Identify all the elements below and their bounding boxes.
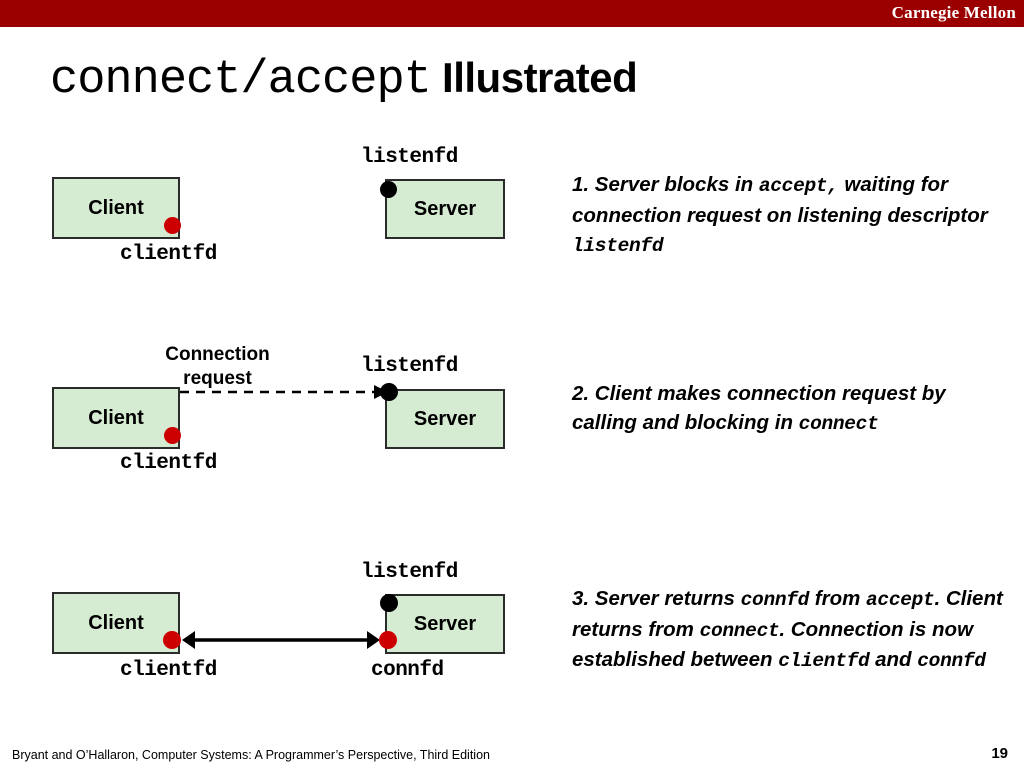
prose-run: 2. Client makes connection request by ca… bbox=[572, 382, 946, 435]
established-connection-arrow bbox=[182, 631, 380, 649]
server-box-row-2: Server bbox=[385, 389, 505, 449]
code-term: connfd bbox=[740, 589, 810, 611]
step-3-text: 3. Server returns connfd from accept. Cl… bbox=[572, 584, 1012, 676]
prose-run: . Client returns from bbox=[572, 587, 1003, 641]
client-box-row-1: Client bbox=[52, 177, 180, 239]
clientfd-dot-row-3 bbox=[163, 631, 181, 649]
header-bar: Carnegie Mellon bbox=[0, 0, 1024, 27]
page-title-plain: Illustrated bbox=[430, 54, 638, 101]
prose-run: . Connection is now established between bbox=[572, 617, 974, 672]
code-term: connfd bbox=[917, 650, 986, 673]
listenfd-dot-row-3 bbox=[380, 594, 398, 612]
client-box-row-3: Client bbox=[52, 592, 180, 654]
footer-citation: Bryant and O’Hallaron, Computer Systems:… bbox=[12, 748, 490, 762]
clientfd-label-row-2: clientfd bbox=[120, 452, 217, 475]
listenfd-label-row-3: listenfd bbox=[361, 561, 458, 584]
code-term: listenfd bbox=[572, 234, 664, 257]
page-number: 19 bbox=[991, 745, 1008, 762]
arrowhead-left bbox=[182, 631, 195, 649]
connfd-label-row-3: connfd bbox=[371, 659, 444, 682]
prose-run: 3. Server returns bbox=[572, 587, 741, 610]
server-box-label: Server bbox=[413, 408, 477, 430]
prose-run: waiting for connection request on listen… bbox=[572, 173, 988, 227]
client-box-row-2: Client bbox=[52, 387, 180, 449]
clientfd-dot-row-2 bbox=[164, 427, 181, 444]
carnegie-mellon-brand: Carnegie Mellon bbox=[891, 3, 1016, 22]
connection-request-arrow bbox=[180, 385, 388, 399]
connection-request-label: Connection request bbox=[165, 344, 270, 389]
server-box-label: Server bbox=[413, 198, 477, 220]
code-term: connect bbox=[798, 413, 879, 436]
code-term: accept bbox=[866, 589, 935, 611]
prose-run: and bbox=[869, 648, 918, 672]
prose-run: from bbox=[809, 587, 867, 610]
client-box-label: Client bbox=[88, 612, 144, 634]
step-2-text: 2. Client makes connection request by ca… bbox=[572, 379, 1012, 439]
clientfd-label-row-1: clientfd bbox=[120, 243, 217, 266]
code-term: clientfd bbox=[778, 650, 870, 673]
prose-run: 1. Server blocks in bbox=[572, 173, 759, 196]
client-box-label: Client bbox=[88, 407, 144, 429]
clientfd-label-row-3: clientfd bbox=[120, 659, 217, 682]
page-title: connect/accept Illustrated bbox=[50, 54, 638, 107]
clientfd-dot-row-1 bbox=[164, 217, 181, 234]
server-box-row-3: Server bbox=[385, 594, 505, 654]
listenfd-dot-row-2 bbox=[380, 383, 398, 401]
connfd-dot-row-3 bbox=[379, 631, 397, 649]
listenfd-label-row-1: listenfd bbox=[361, 146, 458, 169]
listenfd-label-row-2: listenfd bbox=[361, 355, 458, 378]
page-title-code: connect/accept bbox=[50, 54, 432, 107]
server-box-row-1: Server bbox=[385, 179, 505, 239]
step-1-text: 1. Server blocks in accept, waiting for … bbox=[572, 170, 1012, 260]
code-term: connect bbox=[699, 619, 780, 642]
listenfd-dot-row-1 bbox=[380, 181, 397, 198]
server-box-label: Server bbox=[413, 613, 477, 635]
code-term: accept, bbox=[758, 175, 839, 197]
arrowhead-right bbox=[367, 631, 380, 649]
client-box-label: Client bbox=[88, 197, 144, 219]
